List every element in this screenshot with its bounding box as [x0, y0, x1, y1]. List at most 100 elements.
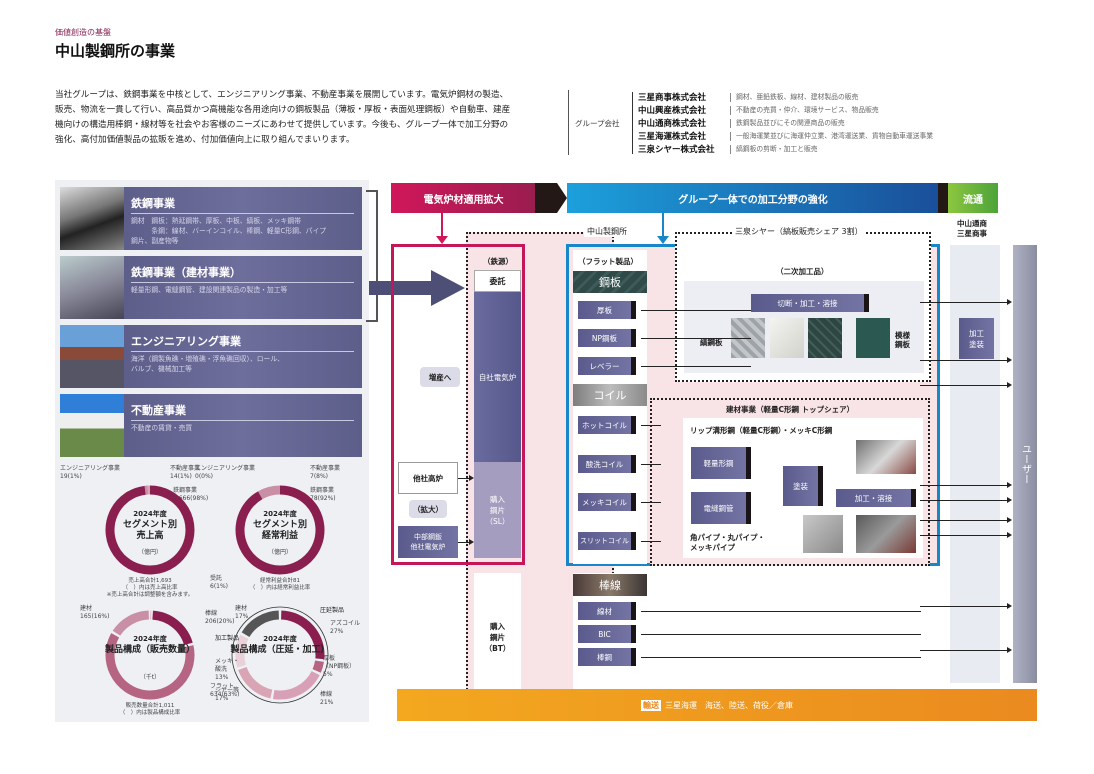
donut-note: （ ）内は製品構成比率 — [120, 708, 181, 716]
arrow-line — [441, 213, 443, 239]
eaf-frame — [391, 244, 525, 565]
segment-title: 鉄鋼事業 — [131, 195, 354, 214]
bracket — [366, 190, 378, 322]
transport-bar: 輸送 三星海運 海送、陸送、荷役／倉庫 — [397, 689, 1037, 721]
segment-card: 鉄鋼事業（建材事業）軽量形鋼、電縫鋼管、建設関連製品の製造・加工等 — [60, 256, 362, 319]
arrow-icon — [1007, 482, 1012, 488]
flow-line — [641, 502, 661, 503]
donut-label: 厚板 — [323, 654, 335, 662]
donut-title: 売上高 — [136, 529, 163, 541]
dist-column — [950, 245, 1000, 683]
segment-desc: 鋼材 鋼板：熱延鋼帯、厚板、中板、縞板、メッキ鋼帯 条鋼：線材、バーインコイル、… — [131, 217, 327, 245]
other-bf-box: 他社高炉 — [398, 462, 458, 494]
donut-slice — [238, 666, 273, 699]
flow-line — [641, 611, 921, 612]
banner-eaf: 電気炉材適用拡大 — [391, 183, 536, 213]
arrow-down-icon — [657, 236, 669, 244]
user-bar: ユーザー — [1013, 245, 1037, 683]
divider — [568, 90, 569, 155]
segment-title: エンジニアリング事業 — [131, 333, 354, 352]
donut-label: 酸洗 — [215, 665, 227, 673]
page-title: 中山製鋼所の事業 — [55, 42, 176, 60]
erw-pipe-button[interactable]: 電縫鋼管 — [691, 492, 751, 524]
dist-label: 中山通商 三星商事 — [957, 219, 987, 238]
arrow-icon — [1007, 357, 1012, 363]
light-gauge-button[interactable]: 軽量形鋼 — [691, 447, 751, 479]
group-company: 三星海運株式会社 一般海運業並びに海運仲立業、港湾運送業、貨物自動車運送事業 — [638, 130, 933, 142]
segment-card: 不動産事業不動産の賃貸・売買 — [60, 394, 362, 457]
cut-weld-button[interactable]: 切断・加工・溶接 — [751, 294, 869, 312]
donut-slice — [257, 485, 281, 500]
donut-slice — [241, 610, 280, 638]
company-desc: 一般海運業並びに海運仲立業、港湾運送業、貨物自動車運送事業 — [730, 131, 933, 141]
donut-title: 製品構成（圧延・加工） — [229, 643, 329, 655]
donut-label: 21% — [320, 699, 334, 706]
donut-title: セグメント別 — [253, 518, 307, 530]
flow-line — [641, 310, 751, 311]
nakayama-label: 中山製鋼所 — [584, 226, 630, 237]
donut-label: メッキ・ — [215, 658, 239, 665]
slit-coil-button[interactable]: スリットコイル — [578, 532, 636, 550]
donut-label: 14(1%) — [170, 473, 192, 480]
round-pipe-image — [803, 515, 843, 553]
segment-title: 不動産事業 — [131, 402, 354, 421]
donut-slice — [312, 660, 324, 673]
donut-label: 0(0%) — [195, 473, 213, 480]
donut-note: 経常利益合計81 — [260, 576, 300, 584]
flow-line — [920, 535, 1008, 536]
donut-label: 建材 — [235, 604, 247, 612]
segment-card: 鉄鋼事業鋼材 鋼板：熱延鋼帯、厚板、中板、縞板、メッキ鋼帯 条鋼：線材、バーイン… — [60, 187, 362, 250]
arrow-icon — [1007, 517, 1012, 523]
company-desc: 縞鋼板の剪断・加工と販売 — [730, 144, 818, 154]
banner-group: グループ一体での加工分野の強化 — [567, 183, 939, 213]
donut-slice — [152, 610, 193, 646]
plated-coil-button[interactable]: メッキコイル — [578, 493, 636, 511]
process-weld-button[interactable]: 加工・溶接 — [836, 489, 916, 507]
outer-ring — [231, 606, 329, 704]
flow-line — [920, 360, 1008, 361]
flow-line — [920, 650, 1008, 651]
donut-title: 2024年度 — [133, 634, 167, 643]
arrow-down-icon — [436, 236, 448, 244]
donut-note: ※売上高合計は調整額を含みます。 — [107, 590, 194, 598]
atsuita-button[interactable]: 厚板 — [578, 301, 636, 319]
pattern-label: 模様 鋼板 — [895, 331, 910, 349]
company-name: 三星海運株式会社 — [638, 132, 707, 142]
donut-slice — [235, 485, 325, 575]
group-company: 三星商事株式会社鋼材、亜鉛鉄板、線材、建材製品の販売 — [638, 91, 858, 103]
steel-bar-button[interactable]: 棒鋼 — [578, 648, 636, 666]
pickled-coil-button[interactable]: 酸洗コイル — [578, 455, 636, 473]
donut-label: （NP鋼板） — [323, 662, 355, 670]
donut-label: 棒線 — [205, 609, 217, 617]
wire-rod-button[interactable]: 線材 — [578, 602, 636, 620]
donut-label: 6(1%) — [210, 583, 228, 590]
leveler-button[interactable]: レベラー — [578, 357, 636, 375]
painting-button[interactable]: 塗装 — [783, 466, 823, 506]
donut-note: 販売数量合計1,011 — [126, 701, 175, 709]
flow-line — [641, 541, 661, 542]
niji-label: （二次加工品） — [776, 267, 829, 276]
channel-image — [856, 440, 916, 474]
donut-label: 5% — [323, 671, 333, 678]
company-desc: 鋼材、亜鉛鉄板、線材、建材製品の販売 — [730, 92, 858, 102]
zousan-callout: 増産へ — [420, 367, 460, 387]
bic-button[interactable]: BIC — [578, 625, 636, 643]
donut-note: 売上高合計1,693 — [128, 576, 172, 584]
intro-text: 当社グループは、鉄鋼事業を中核として、エンジニアリング事業、不動産事業を展開して… — [55, 90, 511, 145]
coil-header: コイル — [573, 384, 647, 406]
donut-unit: （千t） — [140, 673, 160, 681]
donut-label: 建材 — [80, 604, 92, 612]
arrow-line — [662, 213, 664, 239]
donut-slice — [105, 633, 195, 700]
arrow-icon — [469, 539, 474, 545]
segment-desc: 不動産の賃貸・売買 — [131, 424, 193, 432]
plate-image — [808, 318, 842, 358]
group-company: 中山興産株式会社不動産の売買・仲介、環境サービス、物品販売 — [638, 104, 879, 116]
donut-label: 19(1%) — [60, 473, 82, 480]
flow-line — [920, 606, 1008, 607]
iron-source-label: （鉄源） — [483, 257, 513, 266]
donut-unit: （億円） — [268, 548, 292, 556]
segment-photo — [60, 325, 124, 388]
np-button[interactable]: NP鋼板 — [578, 329, 636, 347]
hot-coil-button[interactable]: ホットコイル — [578, 416, 636, 434]
